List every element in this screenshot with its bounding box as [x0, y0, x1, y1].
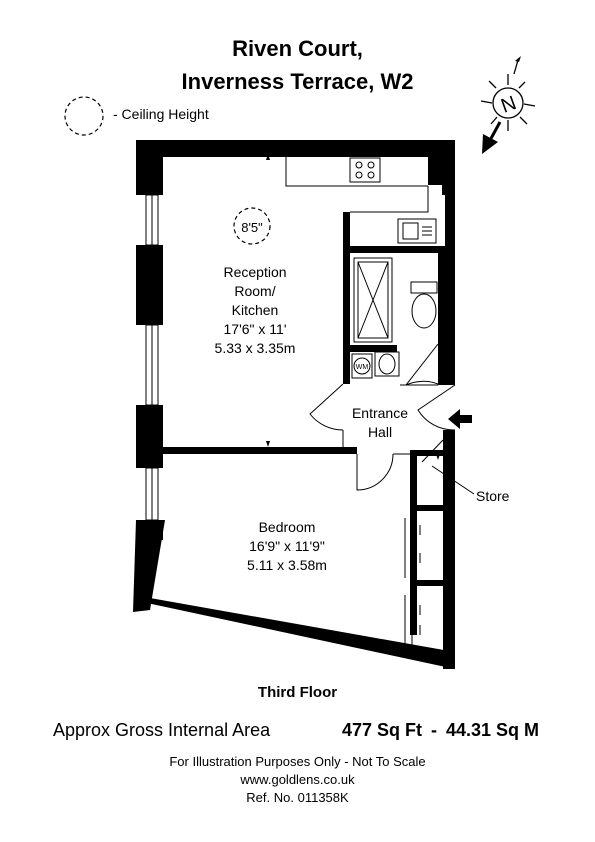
bedroom-imperial: 16'9" x 11'9" [249, 538, 325, 554]
reception-name-line1: Reception [223, 264, 287, 280]
exterior-walls [133, 140, 455, 669]
reception-name-line2: Room/ [234, 283, 276, 299]
bedroom-label: Bedroom 16'9" x 11'9" 5.11 x 3.58m [227, 518, 347, 575]
reception-name-line3: Kitchen [231, 302, 279, 318]
washing-machine [351, 353, 373, 379]
store-label: Store [476, 488, 510, 504]
wardrobe-doors [404, 518, 421, 648]
kitchen-counter [285, 157, 437, 244]
ceiling-height-value: 8'5" [241, 220, 263, 235]
area-sqft: 477 Sq Ft [342, 720, 423, 740]
floor-name: Third Floor [257, 684, 338, 701]
store-pointer [431, 465, 475, 495]
reception-label: Reception Room/ Kitchen 17'6" x 11' 5.33… [195, 263, 315, 358]
area-sqm: 44.31 Sq M [446, 720, 540, 740]
entrance-arrow-icon [448, 409, 472, 429]
ceiling-height-legend-label: - Ceiling Height [113, 106, 209, 122]
reference-number: Ref. No. 011358K [246, 790, 349, 805]
reception-metric: 5.33 x 3.35m [214, 340, 296, 356]
entrance-line2: Hall [367, 424, 393, 440]
toilet [410, 281, 438, 329]
basin [374, 351, 400, 377]
ceiling-height-legend-icon [64, 96, 104, 136]
dimension-markers [166, 154, 440, 460]
windows [145, 194, 159, 521]
wm-label: WM [356, 364, 369, 371]
bedroom-metric: 5.11 x 3.58m [247, 557, 327, 573]
compass-icon: N [480, 56, 536, 154]
ceiling-height-marker [233, 207, 271, 245]
doors [309, 343, 456, 491]
entrance-hall-label: Entrance Hall [340, 404, 420, 442]
website: www.goldlens.co.uk [240, 772, 355, 787]
reception-imperial: 17'6" x 11' [223, 321, 287, 337]
shower-tray [353, 257, 393, 343]
entrance-line1: Entrance [351, 405, 409, 421]
title-line2: Inverness Terrace, W2 [181, 69, 414, 94]
title-line1: Riven Court, [232, 36, 363, 61]
disclaimer: For Illustration Purposes Only - Not To … [169, 754, 426, 769]
bedroom-name: Bedroom [258, 519, 316, 535]
area-separator: - [431, 720, 437, 740]
compass-north-label: N [498, 92, 519, 118]
area-label: Approx Gross Internal Area [53, 720, 271, 740]
